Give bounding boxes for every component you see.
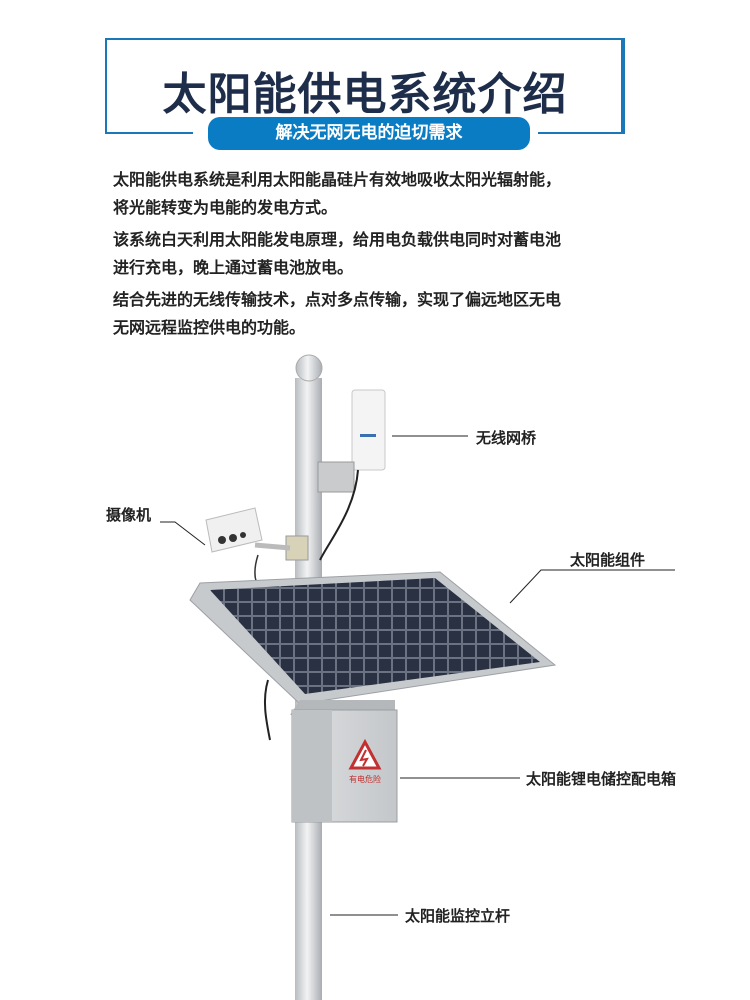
wireless-bridge-icon (351, 389, 386, 471)
paragraph-line: 结合先进的无线传输技术，点对多点传输，实现了偏远地区无电 (113, 290, 562, 309)
paragraph-line: 将光能转变为电能的发电方式。 (113, 198, 338, 217)
paragraph-line: 进行充电，晚上通过蓄电池放电。 (113, 258, 354, 277)
label-control-box: 太阳能锂电储控配电箱 (526, 770, 677, 788)
header-frame (105, 38, 623, 132)
control-box: 有电危险 (290, 700, 398, 823)
pole-cap (295, 354, 323, 382)
header-frame-right (623, 38, 625, 134)
warning-sign-icon (348, 738, 382, 770)
label-camera: 摄像机 (106, 506, 152, 524)
paragraph-1: 太阳能供电系统是利用太阳能晶硅片有效地吸收太阳光辐射能， 将光能转变为电能的发电… (113, 166, 653, 222)
camera-icon (205, 507, 263, 553)
paragraph-2: 该系统白天利用太阳能发电原理，给用电负载供电同时对蓄电池 进行充电，晚上通过蓄电… (113, 226, 653, 282)
header-frame-bottom-left (105, 132, 193, 134)
page-title: 太阳能供电系统介绍 (162, 69, 568, 120)
bridge-mount (317, 461, 355, 493)
subtitle-badge: 解决无网无电的迫切需求 (208, 117, 530, 150)
warning-sign-text: 有电危险 (349, 774, 381, 784)
paragraph-line: 太阳能供电系统是利用太阳能晶硅片有效地吸收太阳光辐射能， (113, 170, 562, 189)
paragraph-3: 结合先进的无线传输技术，点对多点传输，实现了偏远地区无电 无网远程监控供电的功能… (113, 286, 653, 342)
paragraph-line: 无网远程监控供电的功能。 (113, 318, 306, 337)
leader-lines (160, 435, 675, 916)
label-solar-panel: 太阳能组件 (570, 551, 646, 569)
solar-panel (189, 571, 557, 705)
label-pole: 太阳能监控立杆 (405, 907, 511, 925)
paragraph-line: 该系统白天利用太阳能发电原理，给用电负载供电同时对蓄电池 (113, 230, 562, 249)
label-wireless-bridge: 无线网桥 (476, 429, 537, 447)
header-frame-bottom-right (538, 132, 625, 134)
